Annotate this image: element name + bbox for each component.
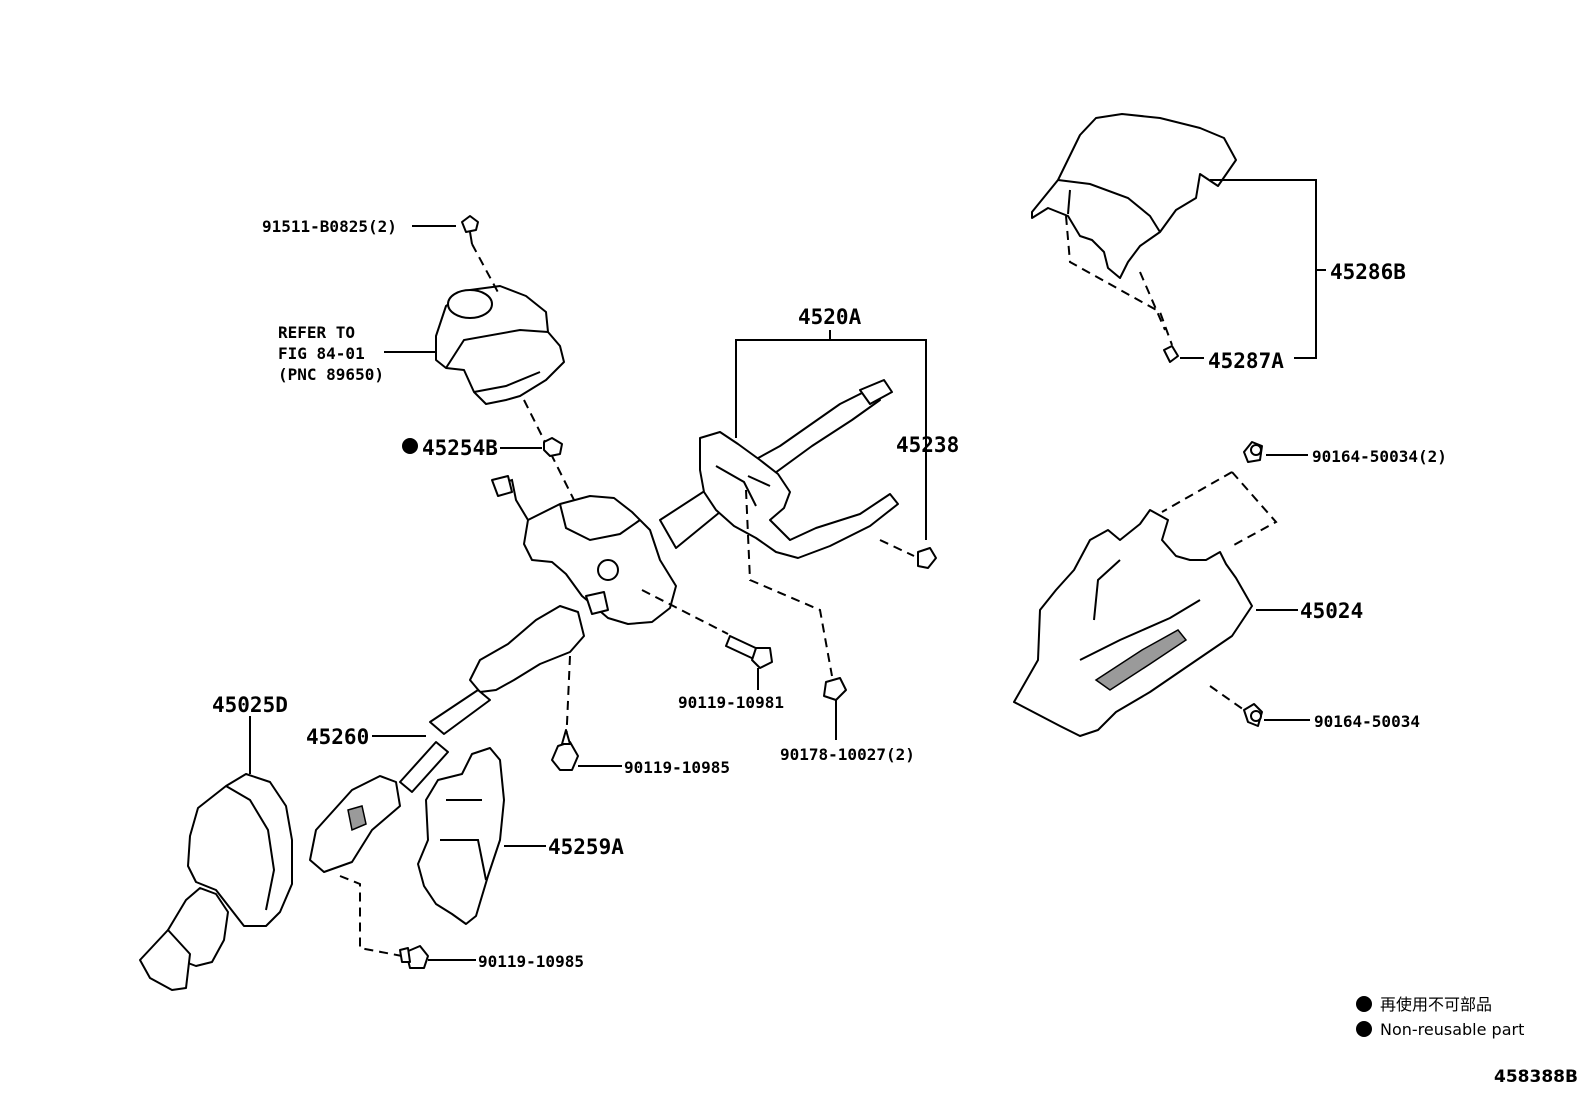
intermediate-shaft [309,605,585,873]
ignition-housing [435,285,565,405]
callout-45254B: 45254B [422,436,498,460]
non-reusable-marker [402,438,418,454]
lower-column-cover [1013,509,1253,737]
nut-90178-10027 [823,677,847,701]
legend-bullet-en [1356,1021,1372,1037]
callout-4520A: 4520A [798,305,862,329]
callout-90164-50034-2: 90164-50034(2) [1312,447,1447,466]
callout-45259A: 45259A [548,835,624,859]
column-hole-cover [417,747,505,925]
callout-refer-pnc: (PNC 89650) [278,365,384,384]
legend-bullet-jp [1356,996,1372,1012]
callout-90164-50034: 90164-50034 [1314,712,1420,731]
column-dust-seal [139,773,293,991]
leader-45286B [1210,179,1326,359]
leader-4520A [735,330,927,540]
callout-45287A: 45287A [1208,349,1284,373]
nut-45238 [917,547,937,569]
callout-91511-B0825: 91511-B0825(2) [262,217,397,236]
bolt-90119-10985-lower [399,945,429,969]
callout-45025D: 45025D [212,693,288,717]
callout-45024: 45024 [1300,599,1363,623]
dash-column-45238 [879,539,915,557]
legend-non-reusable-en: Non-reusable part [1380,1020,1524,1039]
screw-90164-50034-top [1243,441,1263,463]
diagram-code: 458388B [1494,1067,1578,1087]
callout-90178-10027: 90178-10027(2) [780,745,915,764]
callout-90119-10985-a: 90119-10985 [624,758,730,777]
legend-non-reusable-jp: 再使用不可部品 [1380,995,1492,1014]
dash-column-bolt [641,589,729,635]
dash-column-nut [745,489,833,677]
callout-90119-10985-b: 90119-10985 [478,952,584,971]
dash-shaft-bolt-lower [339,875,403,957]
callout-45238: 45238 [896,433,959,457]
bolt-90119-10981 [725,635,773,669]
steering-column-assy [491,379,899,625]
screw-90164-50034-bottom [1243,703,1263,727]
clip-45254B [543,437,563,457]
legend: 再使用不可部品 Non-reusable part [1356,995,1524,1039]
callout-refer-fig: FIG 84-01 [278,344,365,363]
callout-90119-10981: 90119-10981 [678,693,784,712]
callout-refer-to: REFER TO [278,323,355,342]
bolt-90119-10985-upper [551,729,579,771]
cover-clip-45287A [1163,345,1179,363]
bolt-91511-B0825 [461,215,479,245]
callout-45286B: 45286B [1330,260,1406,284]
dash-bolt-to-housing [471,243,501,297]
dash-lower-cover-screws [1161,471,1278,711]
upper-column-cover [1031,113,1237,346]
callout-45260: 45260 [306,725,369,749]
